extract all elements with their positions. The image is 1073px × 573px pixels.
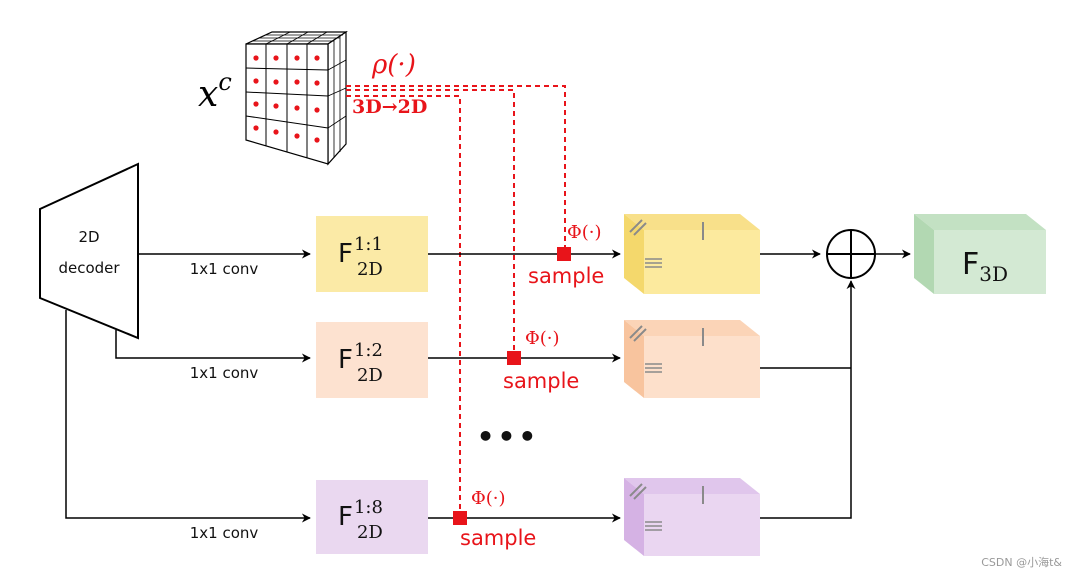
conv-label-2: 1x1 conv bbox=[190, 364, 259, 382]
decoder-block bbox=[39, 162, 139, 340]
sample-label-3: sample bbox=[460, 526, 536, 550]
sample-point-1 bbox=[557, 247, 571, 261]
phi-label-1: Φ(·) bbox=[567, 222, 602, 243]
feature-volume-3 bbox=[624, 478, 760, 556]
feature-box-2 bbox=[316, 322, 428, 398]
conv-arrow-3 bbox=[65, 310, 311, 523]
phi-label-2: Φ(·) bbox=[525, 328, 560, 349]
watermark: CSDN @小海t& bbox=[981, 555, 1062, 569]
volume-line-3 bbox=[760, 280, 856, 519]
phi-label-3: Φ(·) bbox=[471, 488, 506, 509]
sample-point-2 bbox=[507, 351, 521, 365]
decoder-label-line2: decoder bbox=[58, 259, 120, 277]
decoder-label-line1: 2D bbox=[78, 228, 99, 246]
projection-direction-label: 3D→2D bbox=[352, 96, 427, 118]
sample-label-2: sample bbox=[503, 369, 579, 393]
sample-point-3 bbox=[453, 511, 467, 525]
input-voxel-cube bbox=[245, 30, 348, 166]
output-label: F3D bbox=[962, 247, 1008, 286]
conv-arrow-2 bbox=[115, 330, 311, 363]
sum-operator-icon bbox=[826, 229, 876, 279]
projection-paths bbox=[346, 85, 566, 516]
feature-box-1 bbox=[316, 216, 428, 292]
conv-label-3: 1x1 conv bbox=[190, 524, 259, 542]
conv-label-1: 1x1 conv bbox=[190, 260, 259, 278]
ellipsis-dots: ••• bbox=[477, 420, 540, 453]
input-symbol: xc bbox=[198, 68, 232, 115]
output-volume bbox=[914, 214, 1046, 294]
sample-label-1: sample bbox=[528, 264, 604, 288]
feature-volume-2 bbox=[624, 320, 760, 398]
feature-box-3 bbox=[316, 480, 428, 554]
feature-volume-1 bbox=[624, 214, 760, 294]
rho-projection-label: ρ(·) bbox=[371, 50, 416, 80]
